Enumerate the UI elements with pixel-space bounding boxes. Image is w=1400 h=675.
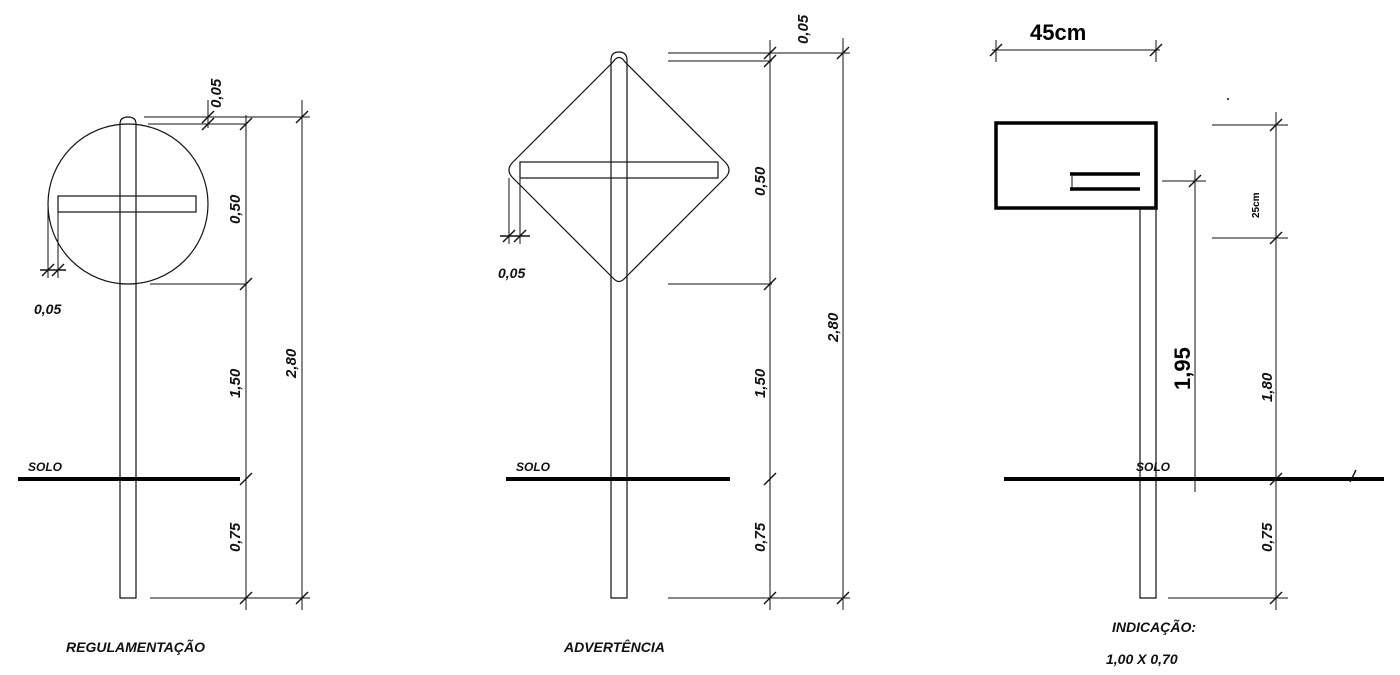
caption-regulamentacao: REGULAMENTAÇÃO bbox=[66, 638, 205, 655]
dim-clearance: 1,50 bbox=[227, 368, 244, 398]
dim-buried: 0,75 bbox=[1259, 522, 1276, 552]
sign-regulamentacao: SOLO 0,05 0,50 1,50 0,75 2,80 bbox=[18, 78, 310, 655]
dimension-ticks bbox=[500, 46, 850, 605]
dim-clearance: 1,50 bbox=[752, 368, 769, 398]
dim-offset-side: 0,05 bbox=[34, 301, 61, 317]
caption-indicacao-size: 1,00 X 0,70 bbox=[1106, 651, 1178, 667]
dim-sign-height: 0,50 bbox=[752, 166, 769, 196]
dim-offset-top: 0,05 bbox=[795, 14, 812, 44]
sign-pole bbox=[610, 51, 628, 599]
sign-advertencia: SOLO 0,05 0,50 1,50 0,75 2,80 0,05 ADV bbox=[498, 14, 850, 655]
ground-label: SOLO bbox=[28, 460, 63, 474]
ground-label: SOLO bbox=[516, 460, 551, 474]
dimension-ticks bbox=[40, 110, 309, 605]
sign-indicacao: 45cm SOLO 1,95 25cm 1,80 0,75 INDICAÇÃO: bbox=[989, 20, 1384, 667]
ground-label: SOLO bbox=[1136, 460, 1171, 474]
rectangular-sign-plate bbox=[994, 121, 1158, 210]
dim-sign-height: 25cm bbox=[1251, 192, 1262, 218]
circular-sign-plate bbox=[47, 123, 209, 285]
drawing-mark bbox=[1227, 98, 1229, 100]
dim-offset-side: 0,05 bbox=[498, 265, 525, 281]
dim-total: 2,80 bbox=[825, 312, 842, 343]
caption-indicacao: INDICAÇÃO: bbox=[1112, 618, 1196, 635]
sign-crossbar bbox=[57, 195, 197, 213]
dimension-ticks bbox=[989, 43, 1163, 57]
dim-sign-height: 0,50 bbox=[227, 194, 244, 224]
dimension-ticks bbox=[1188, 118, 1357, 605]
sign-crossbar bbox=[519, 161, 719, 179]
sign-pole bbox=[1139, 207, 1157, 599]
caption-advertencia: ADVERTÊNCIA bbox=[563, 638, 665, 655]
dim-pole-height: 1,95 bbox=[1170, 347, 1195, 390]
dim-width: 45cm bbox=[1030, 20, 1086, 45]
dim-buried: 0,75 bbox=[227, 522, 244, 552]
dim-clearance: 1,80 bbox=[1259, 372, 1276, 402]
diamond-sign-plate bbox=[508, 56, 730, 283]
dim-offset-top: 0,05 bbox=[208, 78, 225, 108]
dim-total: 2,80 bbox=[283, 348, 300, 379]
sign-pole bbox=[119, 116, 137, 599]
dim-buried: 0,75 bbox=[752, 522, 769, 552]
